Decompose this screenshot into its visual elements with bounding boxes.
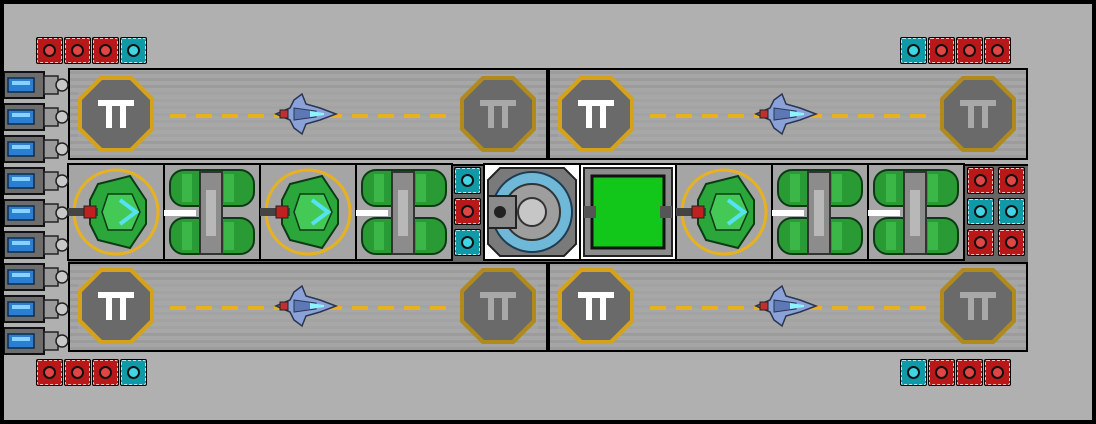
cyan-block-icon[interactable] [454,229,481,256]
blue-connector-icon[interactable] [4,294,70,324]
red-block-icon[interactable] [998,167,1025,194]
red-block-icon[interactable] [967,167,994,194]
red-block-icon[interactable] [928,359,955,386]
fighter-ship-icon[interactable] [755,93,817,135]
pad-marker-icon [78,76,154,152]
red-block-icon[interactable] [92,359,119,386]
blue-connector-icon[interactable] [4,230,70,260]
fighter-ship-icon[interactable] [275,93,337,135]
pad-marker-icon [940,268,1016,344]
cyan-block-icon[interactable] [967,198,994,225]
red-block-icon[interactable] [984,37,1011,64]
red-block-icon[interactable] [967,229,994,256]
reactor-core-icon[interactable] [483,163,581,261]
red-block-icon[interactable] [984,359,1011,386]
red-block-icon[interactable] [64,37,91,64]
blue-connector-icon[interactable] [4,70,70,100]
red-block-icon[interactable] [454,198,481,225]
red-block-icon[interactable] [956,37,983,64]
red-block-icon[interactable] [36,359,63,386]
red-block-icon[interactable] [956,359,983,386]
blue-connector-icon[interactable] [4,326,70,356]
pad-marker-icon [78,268,154,344]
pad-marker-icon [940,76,1016,152]
red-block-icon[interactable] [64,359,91,386]
green-core-module[interactable] [579,163,677,261]
red-block-icon[interactable] [998,229,1025,256]
blue-connector-icon[interactable] [4,102,70,132]
pad-marker-icon [558,268,634,344]
pad-marker-icon [558,76,634,152]
blue-connector-icon[interactable] [4,166,70,196]
fighter-ship-icon[interactable] [275,285,337,327]
blue-connector-icon[interactable] [4,262,70,292]
cyan-block-icon[interactable] [998,198,1025,225]
cyan-block-icon[interactable] [120,359,147,386]
blue-connector-icon[interactable] [4,198,70,228]
cyan-block-icon[interactable] [900,359,927,386]
red-block-icon[interactable] [36,37,63,64]
red-block-icon[interactable] [92,37,119,64]
pad-marker-icon [460,76,536,152]
blue-connector-icon[interactable] [4,134,70,164]
pad-marker-icon [460,268,536,344]
fighter-ship-icon[interactable] [755,285,817,327]
cyan-block-icon[interactable] [900,37,927,64]
red-block-icon[interactable] [928,37,955,64]
cyan-block-icon[interactable] [454,167,481,194]
cyan-block-icon[interactable] [120,37,147,64]
